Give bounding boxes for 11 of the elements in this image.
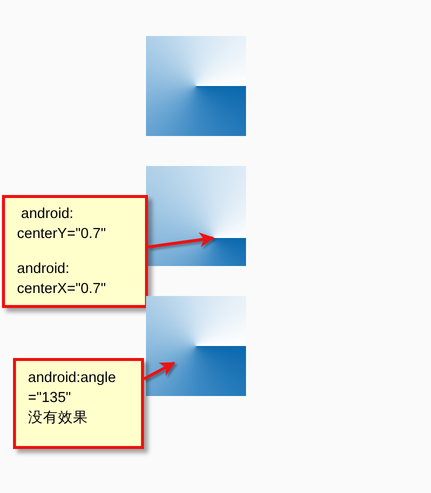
arrow xyxy=(143,362,176,380)
gradient-square xyxy=(146,296,246,396)
callout-text: android: centerX="0.7" xyxy=(17,260,107,299)
callout-text: android: centerY="0.7" xyxy=(17,205,107,244)
gradient-square xyxy=(146,36,246,136)
arrow xyxy=(148,232,214,248)
callout-text: 没有效果 xyxy=(28,409,89,428)
callout-box xyxy=(2,195,148,308)
gradient-square xyxy=(146,166,246,266)
callout-box xyxy=(13,358,144,449)
callout-text: android:angle="135" xyxy=(28,369,117,408)
